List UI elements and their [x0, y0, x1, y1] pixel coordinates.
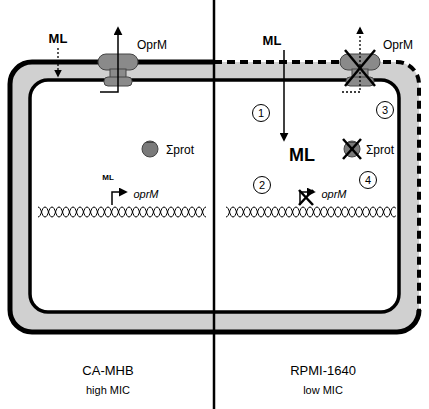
efflux-arrow — [100, 28, 118, 92]
cross-mark — [345, 50, 375, 86]
molecule-label: ML — [102, 174, 114, 182]
molecule-label: ML — [49, 32, 68, 45]
protein-label: OprM — [137, 39, 167, 51]
callout-number: 3 — [382, 105, 388, 116]
promoter-arrow — [112, 192, 126, 205]
protein-label: Σprot — [166, 144, 194, 156]
cross-mark — [299, 190, 313, 205]
panel-divider — [213, 0, 216, 409]
gene-label: oprM — [321, 189, 346, 200]
influx-arrow — [57, 48, 58, 76]
callout-number: 2 — [259, 180, 265, 191]
callout-circle: 4 — [359, 171, 377, 189]
protein-label: Σprot — [366, 144, 394, 156]
mic-label: low MIC — [303, 385, 343, 396]
mic-label: high MIC — [86, 385, 130, 396]
callout-number: 4 — [365, 175, 371, 186]
gene-label: oprM — [133, 189, 158, 200]
dna-helix — [226, 205, 396, 219]
medium-label: CA-MHB — [82, 364, 133, 377]
protein-label: OprM — [383, 39, 413, 51]
molecule-label: ML — [263, 34, 282, 47]
callout-circle: 1 — [252, 104, 270, 122]
dna-helix — [38, 205, 206, 219]
cross-mark — [343, 139, 361, 159]
efflux-arrow-reduced — [342, 28, 360, 92]
molecule-label: ML — [289, 146, 315, 164]
callout-circle: 3 — [376, 101, 394, 119]
influx-arrow — [283, 50, 285, 140]
protein-icon — [142, 141, 158, 157]
callout-number: 1 — [258, 108, 264, 119]
medium-label: RPMI-1640 — [290, 364, 356, 377]
callout-circle: 2 — [253, 176, 271, 194]
